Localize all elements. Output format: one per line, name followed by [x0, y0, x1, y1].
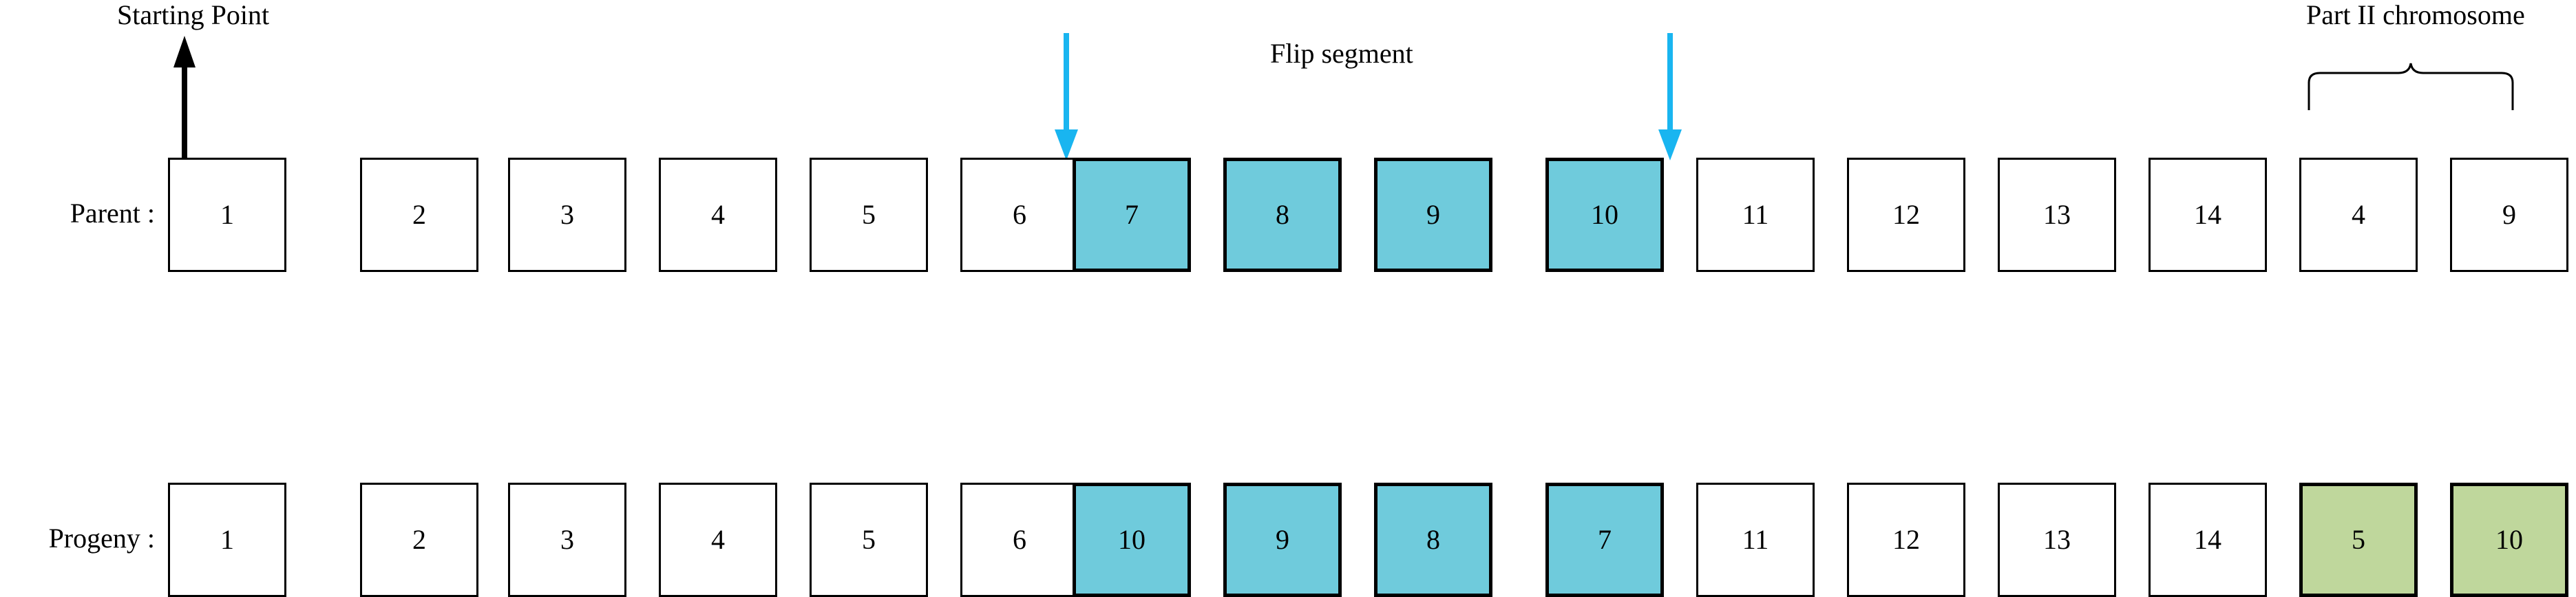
parent-gene-cell-flip: 9: [1374, 158, 1492, 272]
gene-value: 13: [2043, 524, 2071, 555]
parent-gene-cell: 3: [508, 158, 626, 272]
parent-gene-cell: 2: [360, 158, 478, 272]
gene-value: 9: [2502, 199, 2516, 230]
gene-value: 10: [2495, 524, 2523, 555]
parent-gene-cell-flip: 7: [1073, 158, 1191, 272]
parent-gene-cell-flip: 8: [1223, 158, 1342, 272]
gene-value: 9: [1276, 524, 1289, 555]
progeny-gene-cell-flip: 10: [1073, 483, 1191, 597]
curly-brace-icon: [2308, 62, 2514, 110]
progeny-gene-cell: 12: [1847, 483, 1965, 597]
gene-value: 2: [412, 199, 426, 230]
gene-value: 7: [1598, 524, 1612, 555]
gene-value: 4: [2352, 199, 2365, 230]
gene-value: 10: [1118, 524, 1146, 555]
gene-value: 2: [412, 524, 426, 555]
gene-value: 4: [711, 524, 725, 555]
progeny-row-label: Progeny :: [48, 523, 155, 554]
gene-value: 6: [1013, 199, 1026, 230]
parent-gene-cell: 4: [659, 158, 777, 272]
progeny-gene-cell-flip: 8: [1374, 483, 1492, 597]
progeny-gene-cell-flip: 9: [1223, 483, 1342, 597]
parent-gene-cell: 13: [1998, 158, 2116, 272]
flip-segment-caption: Flip segment: [1270, 38, 1413, 69]
gene-value: 9: [1426, 199, 1440, 230]
progeny-gene-cell-part2: 10: [2450, 483, 2568, 597]
parent-gene-cell-flip: 10: [1545, 158, 1664, 272]
gene-value: 3: [560, 199, 574, 230]
gene-value: 12: [1892, 524, 1920, 555]
gene-value: 11: [1742, 524, 1769, 555]
diagram-canvas: Starting Point Flip segment Part II chro…: [48, 0, 2568, 597]
gene-value: 5: [862, 524, 876, 555]
progeny-gene-cell: 1: [168, 483, 286, 597]
progeny-gene-cell: 5: [810, 483, 928, 597]
gene-value: 11: [1742, 199, 1769, 230]
arrow-down-icon: [1656, 33, 1685, 160]
arrow-down-icon: [1052, 33, 1081, 160]
parent-gene-cell: 14: [2149, 158, 2267, 272]
part2-chromosome-caption: Part II chromosome: [2306, 0, 2525, 30]
gene-value: 14: [2194, 524, 2221, 555]
gene-value: 3: [560, 524, 574, 555]
parent-gene-cell: 5: [810, 158, 928, 272]
parent-gene-cell: 6: [960, 158, 1079, 272]
progeny-gene-cell-flip: 7: [1545, 483, 1664, 597]
parent-gene-cell: 1: [168, 158, 286, 272]
gene-value: 6: [1013, 524, 1026, 555]
parent-gene-cell: 9: [2450, 158, 2568, 272]
gene-value: 10: [1591, 199, 1618, 230]
gene-value: 12: [1892, 199, 1920, 230]
gene-value: 14: [2194, 199, 2221, 230]
starting-point-caption: Starting Point: [117, 0, 270, 30]
gene-value: 8: [1426, 524, 1440, 555]
gene-value: 7: [1125, 199, 1139, 230]
progeny-gene-cell-part2: 5: [2299, 483, 2418, 597]
gene-value: 1: [220, 199, 234, 230]
progeny-gene-cell: 2: [360, 483, 478, 597]
gene-value: 5: [2352, 524, 2365, 555]
parent-gene-cell: 11: [1696, 158, 1815, 272]
progeny-gene-cell: 4: [659, 483, 777, 597]
parent-gene-cell: 12: [1847, 158, 1965, 272]
parent-gene-cell: 4: [2299, 158, 2418, 272]
gene-value: 5: [862, 199, 876, 230]
progeny-gene-cell: 14: [2149, 483, 2267, 597]
progeny-gene-cell: 6: [960, 483, 1079, 597]
gene-value: 8: [1276, 199, 1289, 230]
progeny-gene-cell: 13: [1998, 483, 2116, 597]
arrow-up-icon: [171, 36, 198, 160]
progeny-gene-cell: 11: [1696, 483, 1815, 597]
gene-value: 1: [220, 524, 234, 555]
parent-row-label: Parent :: [70, 198, 155, 229]
gene-value: 4: [711, 199, 725, 230]
progeny-gene-cell: 3: [508, 483, 626, 597]
gene-value: 13: [2043, 199, 2071, 230]
